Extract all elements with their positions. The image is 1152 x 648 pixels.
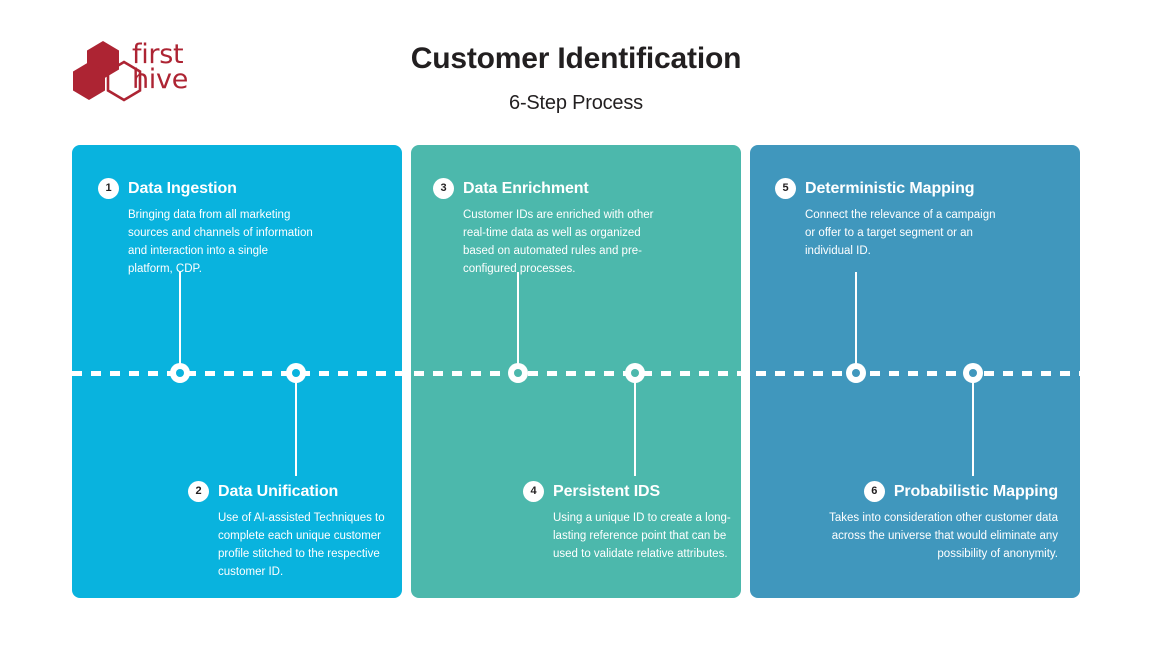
page-subtitle: 6-Step Process (509, 92, 643, 114)
step-5-badge: 5 (775, 178, 796, 199)
logo-word-hive: hive (132, 64, 189, 96)
timeline-dashed-line (72, 371, 1080, 376)
timeline-node-1[interactable] (170, 363, 190, 383)
step-5-title: Deterministic Mapping (805, 179, 975, 197)
step-2-badge: 2 (188, 481, 209, 502)
logo-word-first: first (132, 39, 184, 70)
step-4-description: Using a unique ID to create a long-lasti… (553, 512, 731, 561)
step-5-description: Connect the relevance of a campaign or o… (805, 209, 996, 258)
step-3-title: Data Enrichment (463, 179, 589, 197)
step-6-description: Takes into consideration other customer … (829, 512, 1058, 561)
timeline-node-6[interactable] (963, 363, 983, 383)
logo-wordmark: first hive (132, 39, 189, 96)
stem-step-1 (179, 272, 181, 374)
timeline-node-3[interactable] (508, 363, 528, 383)
step-1-description: Bringing data from all marketing sources… (128, 209, 313, 276)
step-5[interactable]: 5 Deterministic Mapping Connect the rele… (775, 178, 1007, 260)
step-4-title: Persistent IDS (553, 482, 661, 500)
step-6-header: 6 Probabilistic Mapping (800, 481, 1058, 502)
step-1[interactable]: 1 Data Ingestion Bringing data from all … (98, 178, 313, 279)
step-6[interactable]: 6 Probabilistic Mapping Takes into consi… (800, 481, 1058, 563)
step-6-title: Probabilistic Mapping (893, 482, 1058, 500)
hexagon-logo-icon (73, 41, 142, 102)
step-2[interactable]: 2 Data Unification Use of AI-assisted Te… (188, 481, 403, 582)
step-6-badge: 6 (863, 481, 885, 502)
step-4-badge: 4 (523, 481, 544, 502)
step-3-header: 3 Data Enrichment (433, 178, 665, 199)
stem-step-2 (295, 374, 297, 476)
step-3-badge: 3 (433, 178, 454, 199)
step-5-header: 5 Deterministic Mapping (775, 178, 1007, 199)
step-3-description: Customer IDs are enriched with other rea… (463, 209, 654, 276)
step-2-title: Data Unification (218, 482, 339, 500)
page-title: Customer Identification (410, 42, 742, 75)
step-1-badge: 1 (98, 178, 119, 199)
firsthive-logo: first hive (72, 40, 312, 102)
timeline-node-4[interactable] (625, 363, 645, 383)
timeline-node-2[interactable] (286, 363, 306, 383)
step-3[interactable]: 3 Data Enrichment Customer IDs are enric… (433, 178, 665, 279)
step-2-header: 2 Data Unification (188, 481, 403, 502)
step-1-header: 1 Data Ingestion (98, 178, 313, 199)
step-4-header: 4 Persistent IDS (523, 481, 738, 502)
step-1-title: Data Ingestion (128, 179, 237, 197)
stem-step-3 (517, 272, 519, 374)
step-4[interactable]: 4 Persistent IDS Using a unique ID to cr… (523, 481, 738, 563)
timeline-node-5[interactable] (846, 363, 866, 383)
step-2-description: Use of AI-assisted Techniques to complet… (218, 512, 385, 579)
stem-step-6 (972, 374, 974, 476)
stem-step-5 (855, 272, 857, 374)
stem-step-4 (634, 374, 636, 476)
